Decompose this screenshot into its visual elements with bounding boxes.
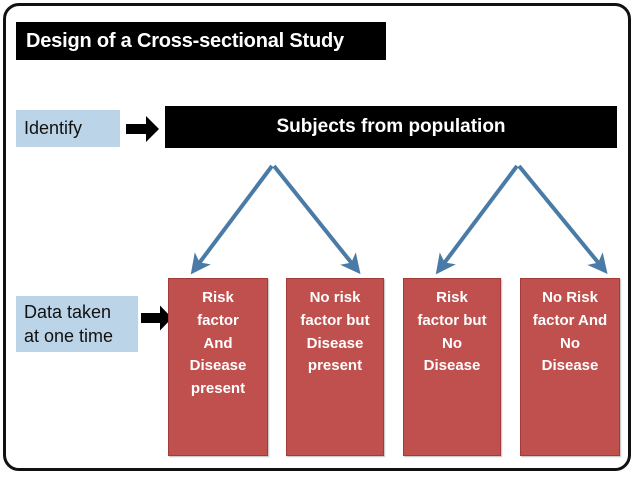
data-taken-label-line-0: Data taken	[24, 301, 112, 322]
right-arrow-icon	[126, 114, 160, 149]
outcome-line: No	[560, 334, 580, 352]
data-taken-label: Data taken at one time	[16, 296, 138, 352]
outcome-box-risk-factor-and-disease-present: Risk factor And Disease present	[168, 278, 268, 456]
outcome-line: Disease	[541, 357, 599, 375]
outcome-line: Disease	[189, 357, 247, 375]
right-arrow-icon	[141, 304, 173, 337]
outcome-box-no-risk-factor-but-disease-present: No risk factor but Disease present	[286, 278, 384, 456]
data-taken-label-line-1: at one time	[24, 326, 114, 346]
outcome-line: factor but	[300, 311, 370, 329]
outcome-line: present	[190, 380, 246, 398]
subjects-from-population-label: Subjects from population	[276, 116, 506, 137]
outcome-line: factor	[197, 311, 239, 329]
outcome-line: factor And	[532, 311, 608, 329]
subjects-from-population-box: Subjects from population	[165, 106, 617, 148]
outcome-line: Disease	[423, 357, 481, 375]
diagram-title-bar: Design of a Cross-sectional Study	[16, 22, 386, 60]
outcome-box-no-risk-factor-and-no-disease: No Risk factor And No Disease	[520, 278, 620, 456]
outcome-line: No Risk	[542, 289, 598, 306]
outcome-line: No risk	[309, 289, 361, 306]
outcome-line: No	[442, 334, 462, 352]
outcome-line: Risk	[436, 289, 468, 306]
outcome-line: Risk	[202, 289, 234, 306]
outcome-line: And	[203, 334, 233, 352]
outcome-line: present	[307, 357, 363, 375]
outcome-line: factor but	[417, 311, 487, 329]
page-title: Design of a Cross-sectional Study	[26, 29, 344, 52]
identify-label: Identify	[16, 110, 120, 147]
identify-label-line-0: Identify	[24, 118, 83, 139]
outcome-box-risk-factor-but-no-disease: Risk factor but No Disease	[403, 278, 501, 456]
outcome-line: Disease	[306, 334, 364, 352]
